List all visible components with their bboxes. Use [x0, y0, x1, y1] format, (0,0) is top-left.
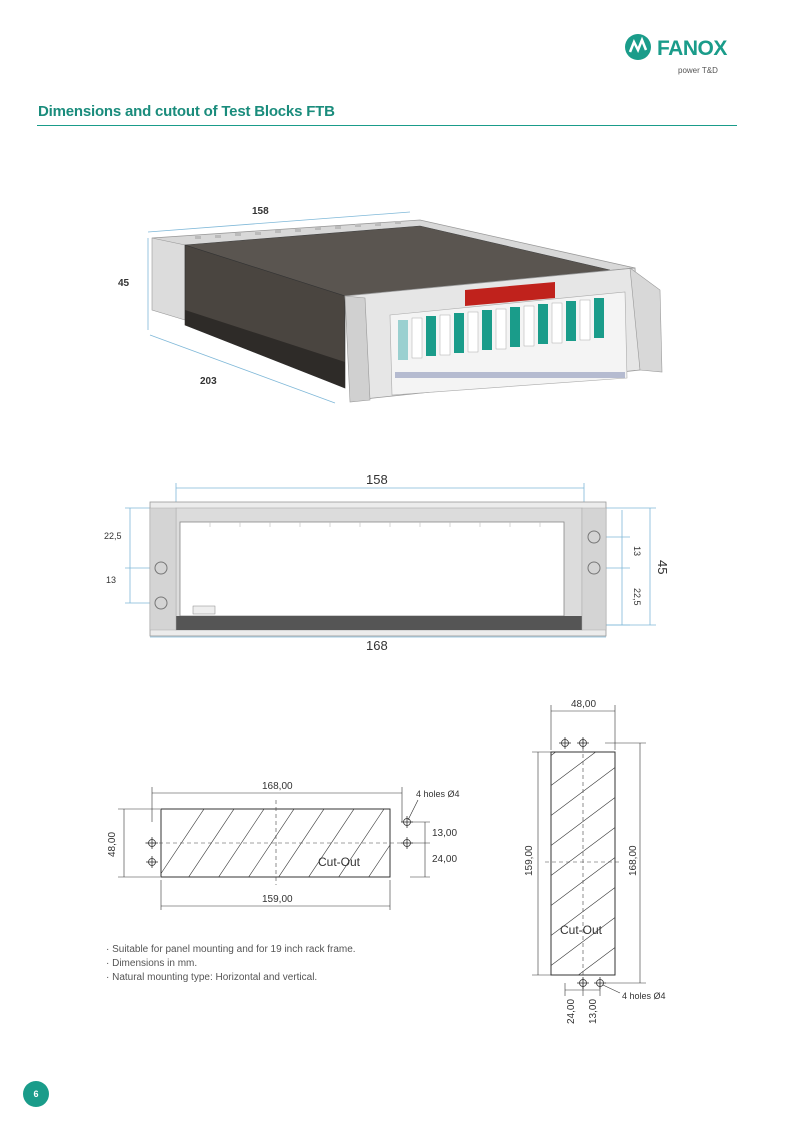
- hcut-cutout-label: Cut-Out: [318, 855, 361, 869]
- title-rule: [37, 125, 737, 126]
- vcut-dim-left: 159,00: [524, 845, 535, 876]
- front-dim-upper: 22,5: [104, 531, 122, 541]
- vcut-dim-right: 168,00: [628, 845, 639, 876]
- fanox-logo: [625, 34, 651, 60]
- terminal-switches: [395, 298, 625, 378]
- iso-dim-width: 158: [252, 206, 269, 217]
- iso-dim-depth: 203: [200, 376, 217, 387]
- page-title: Dimensions and cutout of Test Blocks FTB: [38, 103, 335, 120]
- front-dim-inner-width: 158: [366, 472, 388, 487]
- hcut-dim-top: 168,00: [262, 781, 293, 792]
- note-line: · Suitable for panel mounting and for 19…: [106, 944, 356, 955]
- vcut-holes-label: 4 holes Ø4: [622, 991, 666, 1001]
- iso-dim-height: 45: [118, 278, 130, 289]
- hcut-dim-right-upper: 13,00: [432, 828, 457, 839]
- page-number: 6: [23, 1081, 49, 1107]
- note-line: · Natural mounting type: Horizontal and …: [106, 972, 318, 983]
- hcut-dim-height: 48,00: [107, 832, 118, 857]
- front-dim-lower: 13: [106, 575, 116, 585]
- hcut-dim-bottom: 159,00: [262, 894, 293, 905]
- front-panel-outline: [149, 501, 607, 637]
- hcut-holes-label: 4 holes Ø4: [416, 789, 460, 799]
- hcut-dim-right-lower: 24,00: [432, 854, 457, 865]
- mounting-notes: · Suitable for panel mounting and for 19…: [106, 943, 356, 985]
- vcut-cutout-label: Cut-Out: [560, 923, 603, 937]
- front-dim-right-upper: 13: [632, 546, 642, 556]
- vcut-dim-top: 48,00: [571, 699, 596, 710]
- brand-tagline: power T&D: [678, 66, 718, 75]
- front-dim-total-height: 45: [655, 560, 670, 574]
- device-body: [151, 219, 663, 403]
- vcut-dim-bottom-left: 24,00: [566, 999, 577, 1024]
- brand-name: FANOX: [657, 37, 727, 60]
- front-dim-right-lower: 22,5: [632, 588, 642, 606]
- vcut-dim-bottom-right: 13,00: [588, 999, 599, 1024]
- front-dim-outer-width: 168: [366, 638, 388, 653]
- note-line: · Dimensions in mm.: [106, 958, 198, 969]
